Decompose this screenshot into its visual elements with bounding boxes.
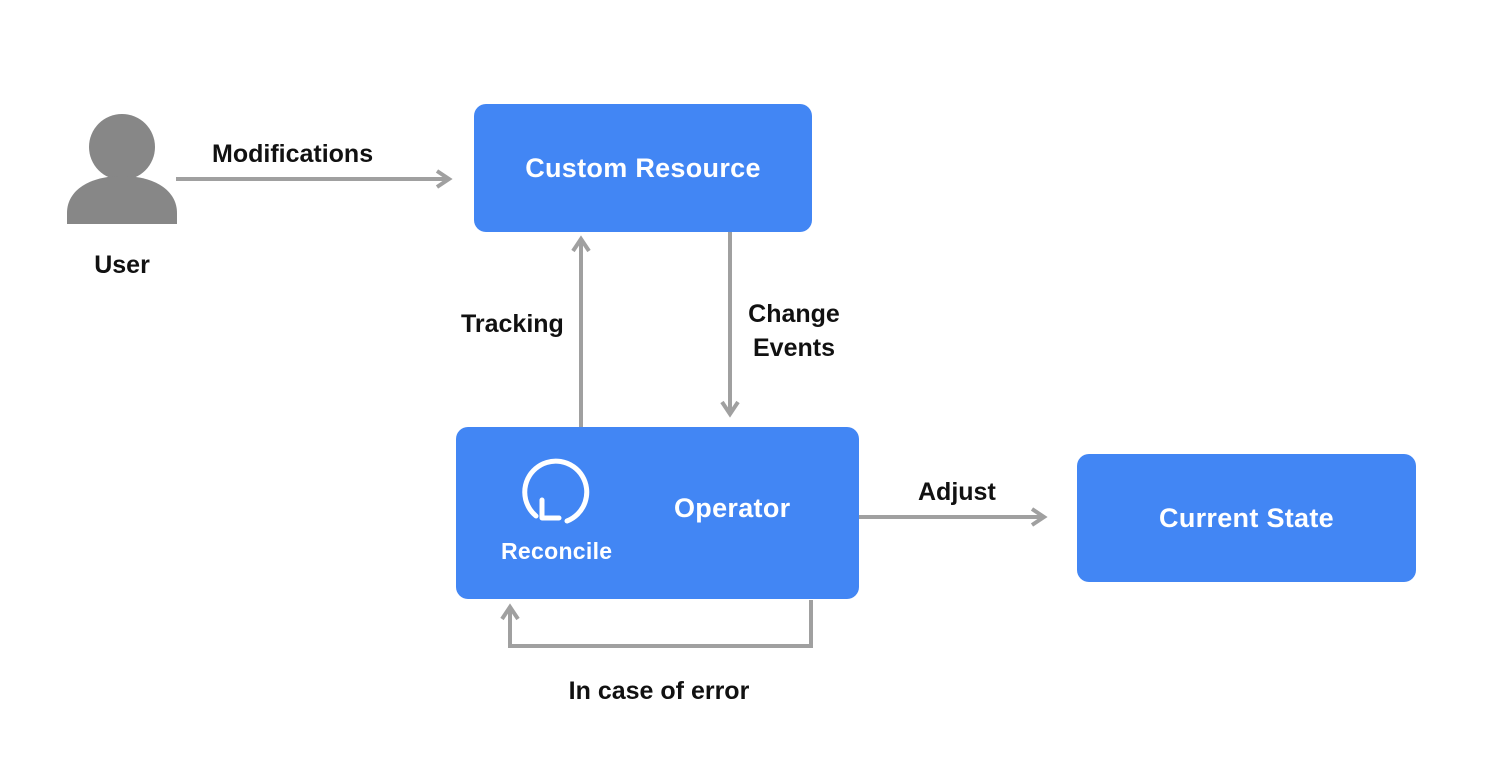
user-icon — [67, 114, 177, 224]
reconcile-label: Reconcile — [501, 538, 613, 564]
operator-box: Operator Reconcile — [456, 427, 859, 599]
custom-resource-label: Custom Resource — [525, 152, 761, 183]
reconcile-loop-icon — [522, 458, 590, 524]
current-state-box: Current State — [1077, 454, 1416, 582]
error-loop-arrowhead — [500, 603, 520, 621]
custom-resource-box: Custom Resource — [474, 104, 812, 232]
current-state-label: Current State — [1159, 502, 1334, 533]
tracking-arrowhead — [571, 235, 591, 253]
tracking-label: Tracking — [461, 310, 564, 338]
operator-label: Operator — [674, 493, 791, 523]
change-events-label: Change Events — [734, 297, 854, 365]
modifications-arrowhead — [435, 169, 453, 189]
error-loop-label: In case of error — [568, 677, 750, 705]
adjust-arrowhead — [1030, 507, 1048, 527]
modifications-label: Modifications — [212, 140, 374, 168]
change-events-line2: Events — [753, 334, 835, 362]
adjust-label: Adjust — [918, 478, 996, 506]
error-loop-arrow — [508, 600, 813, 648]
change-events-arrowhead — [720, 400, 740, 418]
change-events-line1: Change — [748, 300, 840, 328]
user-label: User — [94, 251, 150, 279]
